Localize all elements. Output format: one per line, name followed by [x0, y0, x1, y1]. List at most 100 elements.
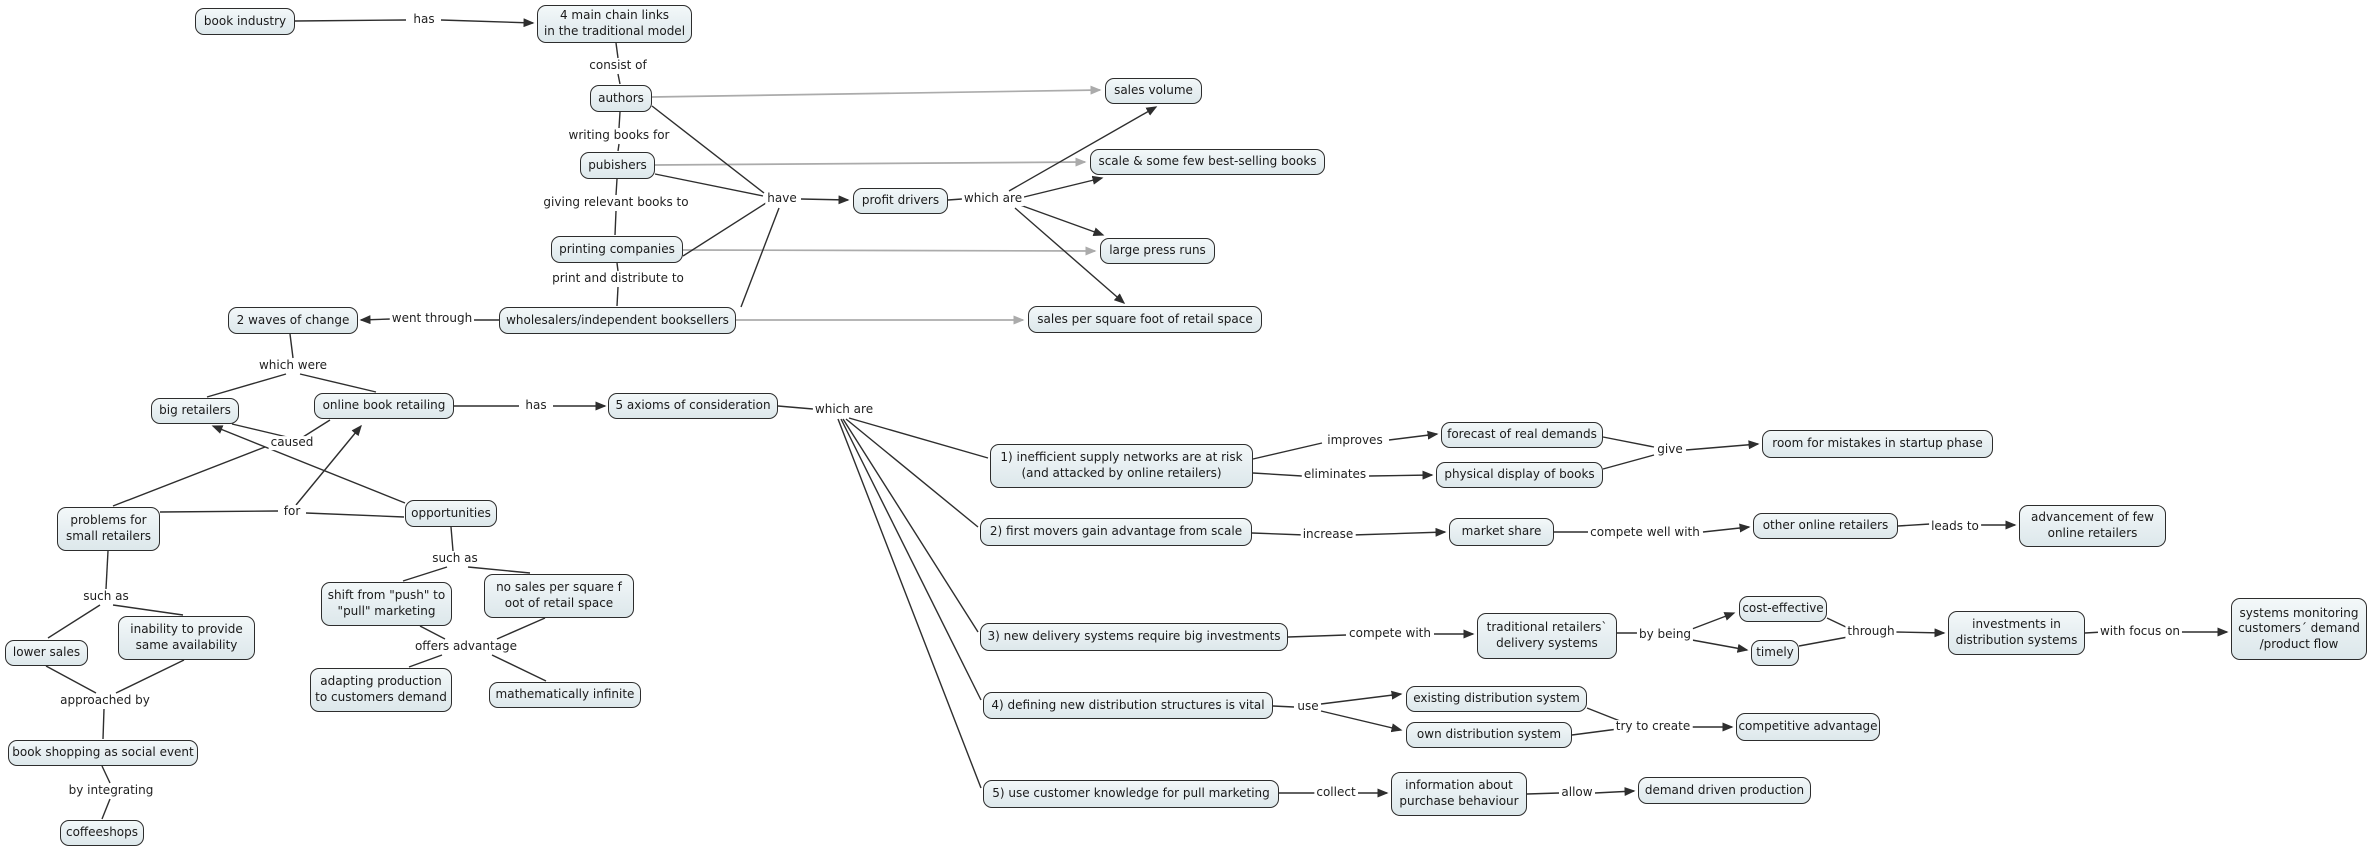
linking-phrase-link-eliminates[interactable]: eliminates [1301, 467, 1369, 482]
concept-node-systems-monitoring[interactable]: systems monitoring customers´ demand /pr… [2231, 598, 2367, 660]
linking-phrase-link-has-1[interactable]: has [411, 12, 437, 27]
edge-line [302, 419, 331, 438]
edge-line [112, 446, 266, 507]
edge-line [947, 198, 963, 201]
concept-node-wholesalers-independent-booksellers[interactable]: wholesalers/independent booksellers [499, 307, 736, 334]
edge-line [615, 42, 619, 59]
linking-phrase-link-which-were[interactable]: which were [256, 358, 330, 373]
concept-node-two-waves-of-change[interactable]: 2 waves of change [228, 307, 358, 334]
concept-node-sales-per-square-foot[interactable]: sales per square foot of retail space [1028, 306, 1262, 333]
edge-line [299, 373, 377, 393]
edge-line [1702, 523, 1751, 533]
concept-node-existing-distribution-system[interactable]: existing distribution system [1406, 686, 1587, 712]
concept-node-authors[interactable]: authors [590, 85, 652, 112]
linking-phrase-link-which-are-1[interactable]: which are [961, 191, 1025, 206]
concept-node-four-main-chain-links[interactable]: 4 main chain links in the traditional mo… [537, 5, 692, 43]
linking-phrase-link-by-integrating[interactable]: by integrating [66, 783, 156, 798]
concept-node-market-share[interactable]: market share [1449, 518, 1554, 546]
edge-line [616, 262, 619, 272]
concept-node-lower-sales[interactable]: lower sales [5, 640, 88, 666]
edge-line [616, 286, 619, 307]
concept-node-printing-companies[interactable]: printing companies [551, 236, 683, 263]
linking-phrase-link-compete-well-with[interactable]: compete well with [1588, 525, 1702, 540]
concept-node-own-distribution-system[interactable]: own distribution system [1406, 722, 1572, 748]
concept-node-axiom-1[interactable]: 1) inefficient supply networks are at ri… [990, 444, 1253, 488]
concept-node-axiom-3[interactable]: 3) new delivery systems require big inve… [980, 623, 1288, 651]
concept-node-online-book-retailing[interactable]: online book retailing [314, 393, 454, 419]
edge-line [402, 566, 448, 582]
linking-phrase-link-caused[interactable]: caused [268, 435, 316, 450]
linking-phrase-link-increase[interactable]: increase [1300, 527, 1356, 542]
linking-phrase-link-went-through[interactable]: went through [389, 311, 475, 326]
edge-line [654, 173, 764, 197]
linking-phrase-link-print-and-distribute[interactable]: print and distribute to [550, 271, 686, 286]
concept-node-mathematically-infinite[interactable]: mathematically infinite [489, 682, 641, 708]
linking-phrase-link-use[interactable]: use [1295, 699, 1321, 714]
linking-phrase-link-writing-books-for[interactable]: writing books for [566, 128, 672, 143]
concept-node-opportunities[interactable]: opportunities [405, 500, 497, 527]
concept-node-coffeeshops[interactable]: coffeeshops [60, 820, 144, 846]
edge-line [206, 373, 287, 398]
edge-line [294, 19, 407, 22]
concept-node-adapting-production[interactable]: adapting production to customers demand [310, 668, 452, 712]
concept-node-timely[interactable]: timely [1751, 640, 1799, 666]
concept-node-demand-driven-production[interactable]: demand driven production [1638, 777, 1811, 804]
edge-line [1685, 440, 1760, 451]
concept-node-physical-display-books[interactable]: physical display of books [1436, 462, 1603, 488]
concept-node-book-shopping-social-event[interactable]: book shopping as social event [8, 740, 198, 766]
linking-phrase-link-offers-advantage[interactable]: offers advantage [412, 639, 520, 654]
edge-line [295, 424, 362, 506]
linking-phrase-link-has-2[interactable]: has [523, 398, 549, 413]
concept-node-cost-effective[interactable]: cost-effective [1739, 596, 1827, 622]
edge-line [617, 143, 620, 152]
concept-node-large-press-runs[interactable]: large press runs [1100, 238, 1215, 264]
concept-node-axiom-4[interactable]: 4) defining new distribution structures … [983, 692, 1273, 719]
concept-node-big-retailers[interactable]: big retailers [151, 398, 239, 424]
edge-line [359, 315, 392, 325]
concept-node-pubishers[interactable]: pubishers [580, 152, 655, 179]
linking-phrase-link-through[interactable]: through [1845, 624, 1897, 639]
edge-line [289, 333, 294, 359]
linking-phrase-link-give[interactable]: give [1655, 442, 1685, 457]
linking-phrase-link-consist-of[interactable]: consist of [587, 58, 649, 73]
edge-line [408, 654, 443, 668]
concept-node-problems-small-retailers[interactable]: problems for small retailers [57, 507, 160, 551]
concept-node-scale-few-bestselling-books[interactable]: scale & some few best-selling books [1090, 149, 1325, 175]
linking-phrase-link-compete-with[interactable]: compete with [1347, 626, 1433, 641]
linking-phrase-link-collect[interactable]: collect [1314, 785, 1358, 800]
edge-line [837, 418, 982, 789]
linking-phrase-link-giving-relevant-books[interactable]: giving relevant books to [541, 195, 691, 210]
concept-node-other-online-retailers[interactable]: other online retailers [1753, 513, 1898, 539]
linking-phrase-link-leads-to[interactable]: leads to [1929, 519, 1981, 534]
linking-phrase-link-allow[interactable]: allow [1559, 785, 1595, 800]
linking-phrase-link-such-as-right[interactable]: such as [430, 551, 480, 566]
concept-node-axiom-5[interactable]: 5) use customer knowledge for pull marke… [983, 780, 1279, 808]
edge-line [440, 18, 535, 28]
concept-node-information-purchase-behaviour[interactable]: information about purchase behaviour [1391, 772, 1527, 816]
concept-node-room-for-mistakes[interactable]: room for mistakes in startup phase [1762, 430, 1993, 458]
concept-node-book-industry[interactable]: book industry [195, 8, 295, 35]
concept-node-shift-push-pull[interactable]: shift from "push" to "pull" marketing [321, 582, 452, 626]
linking-phrase-link-such-as-left[interactable]: such as [81, 589, 131, 604]
concept-node-traditional-retailers-delivery[interactable]: traditional retailers` delivery systems [1477, 613, 1617, 659]
concept-node-inability-same-availability[interactable]: inability to provide same availability [118, 616, 255, 660]
linking-phrase-link-approached-by[interactable]: approached by [58, 693, 152, 708]
linking-phrase-link-improves[interactable]: improves [1325, 433, 1385, 448]
linking-phrase-link-for[interactable]: for [281, 504, 303, 519]
concept-node-no-sales-per-square[interactable]: no sales per square f oot of retail spac… [484, 574, 634, 618]
concept-node-five-axioms[interactable]: 5 axioms of consideration [608, 393, 778, 419]
concept-node-investments-distribution[interactable]: investments in distribution systems [1948, 611, 2085, 655]
concept-node-competitive-advantage[interactable]: competitive advantage [1736, 713, 1880, 741]
linking-phrase-link-with-focus-on[interactable]: with focus on [2097, 624, 2183, 639]
edge-line [1320, 710, 1403, 733]
concept-node-advancement-few-online[interactable]: advancement of few online retailers [2019, 505, 2166, 547]
concept-node-axiom-2[interactable]: 2) first movers gain advantage from scal… [980, 518, 1252, 546]
concept-node-sales-volume[interactable]: sales volume [1105, 78, 1202, 104]
linking-phrase-link-have[interactable]: have [765, 191, 799, 206]
linking-phrase-link-try-to-create[interactable]: try to create [1613, 719, 1693, 734]
edge-line [1602, 436, 1655, 448]
linking-phrase-link-which-are-2[interactable]: which are [812, 402, 876, 417]
concept-node-forecast-real-demands[interactable]: forecast of real demands [1441, 422, 1603, 448]
linking-phrase-link-by-being[interactable]: by being [1636, 627, 1694, 642]
concept-node-profit-drivers[interactable]: profit drivers [853, 188, 948, 214]
